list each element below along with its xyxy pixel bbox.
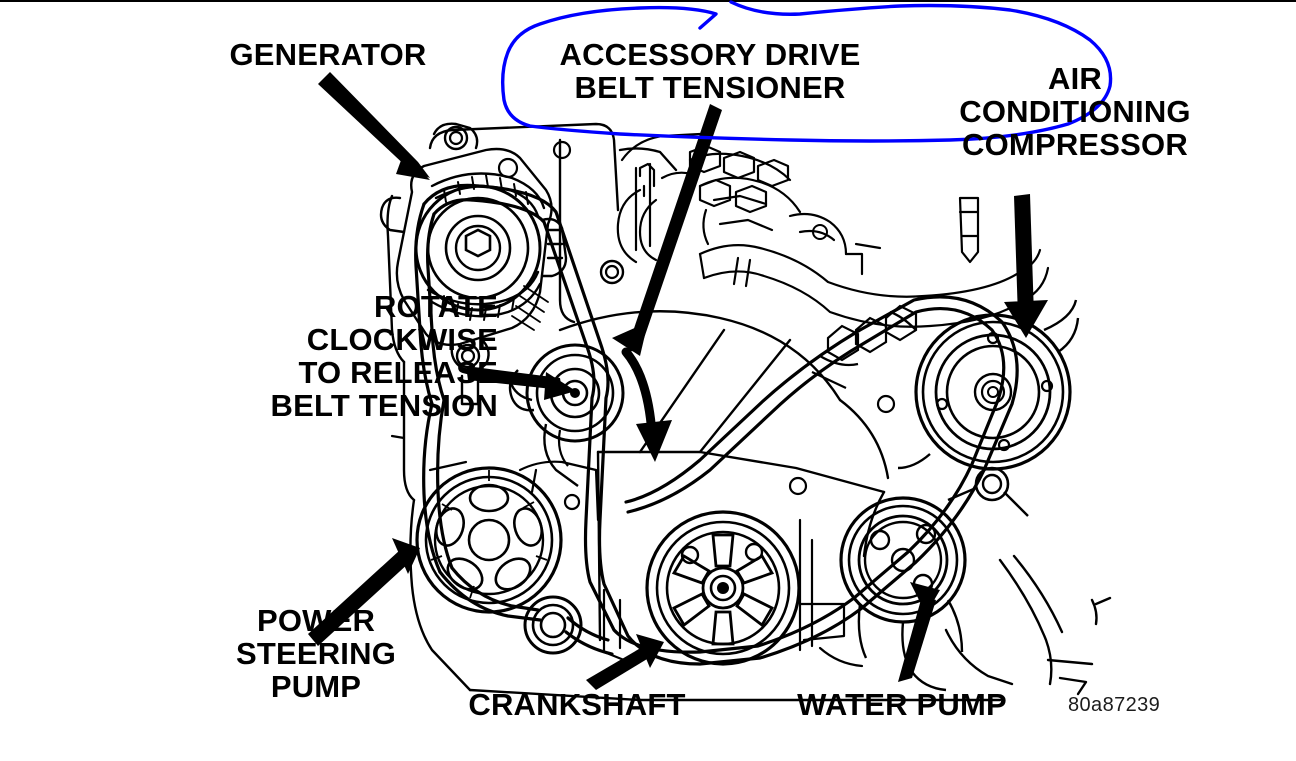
lower-bracket-detail: [390, 434, 864, 668]
blue-highlight-annotation: [500, 0, 1113, 143]
rotate-instruction-arrow: [466, 366, 576, 400]
power-steering-arrow: [308, 538, 420, 646]
label-power-steering-pump: POWER STEERING PUMP: [235, 603, 397, 705]
label-crankshaft: CRANKSHAFT: [468, 687, 686, 722]
crankshaft-arrow: [586, 634, 664, 690]
callout-arrows: [308, 72, 1048, 690]
idler-pulley: [523, 595, 583, 655]
top-border-rule: [0, 0, 1296, 2]
engine-block-outline: [386, 122, 1112, 702]
crankshaft-pulley: [645, 510, 801, 666]
engine-top-detail: [497, 132, 1050, 328]
power-steering-pump-pulley: [415, 466, 563, 614]
water-pump-pulley: [839, 496, 967, 692]
water-pump-arrow: [898, 582, 940, 682]
label-generator: GENERATOR: [229, 37, 427, 72]
ac-compressor-arrow: [1004, 194, 1048, 338]
label-rotate-clockwise-instruction: ROTATE CLOCKWISE TO RELEASE BELT TENSION: [270, 289, 498, 424]
tensioner-arrow: [612, 104, 722, 356]
figure-reference-code: 80a87239: [1068, 694, 1161, 716]
label-air-conditioning-compressor: AIR CONDITIONING COMPRESSOR: [959, 61, 1191, 163]
label-accessory-drive-belt-tensioner: ACCESSORY DRIVE BELT TENSIONER: [559, 37, 861, 106]
tensioner-rotation-curved-arrow: [621, 347, 672, 462]
label-water-pump: WATER PUMP: [797, 687, 1007, 722]
generator-pulley: [414, 184, 542, 312]
generator-arrow: [318, 72, 430, 180]
air-conditioning-compressor-assembly: [811, 299, 1080, 517]
